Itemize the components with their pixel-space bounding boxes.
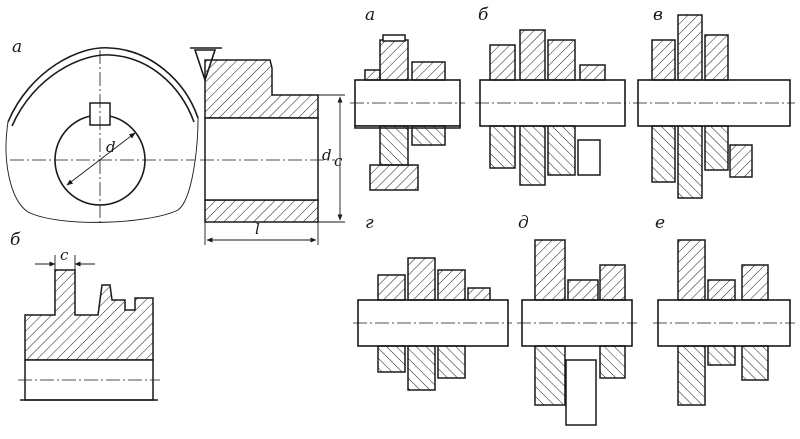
fig-label-b: б bbox=[478, 5, 489, 25]
hub-diameter-label: d bbox=[322, 146, 332, 164]
fig-label-left-b: б bbox=[10, 230, 21, 250]
assembly-g bbox=[353, 257, 512, 391]
hub-diameter-subscript: c bbox=[334, 152, 343, 170]
assembly-a bbox=[350, 34, 465, 191]
assembly-d bbox=[517, 239, 637, 426]
assembly-b bbox=[475, 29, 630, 186]
fig-label-left-a: а bbox=[12, 37, 22, 57]
assembly-e bbox=[653, 239, 795, 406]
assembly-v bbox=[633, 14, 795, 199]
hub-section: l d c bbox=[190, 47, 345, 245]
gear-end-view: d bbox=[5, 47, 199, 225]
hub-length-label: l bbox=[255, 220, 260, 238]
fig-label-e: е bbox=[655, 213, 665, 233]
fig-label-d: д bbox=[518, 213, 529, 233]
fig-label-v: в bbox=[653, 5, 663, 25]
fig-label-g: г bbox=[365, 213, 374, 233]
fig-label-a: а bbox=[365, 5, 375, 25]
chamfer-dimension-label: c bbox=[60, 246, 69, 264]
gear-tooth-section: c bbox=[18, 246, 160, 401]
bore-dimension-label: d bbox=[106, 138, 116, 156]
